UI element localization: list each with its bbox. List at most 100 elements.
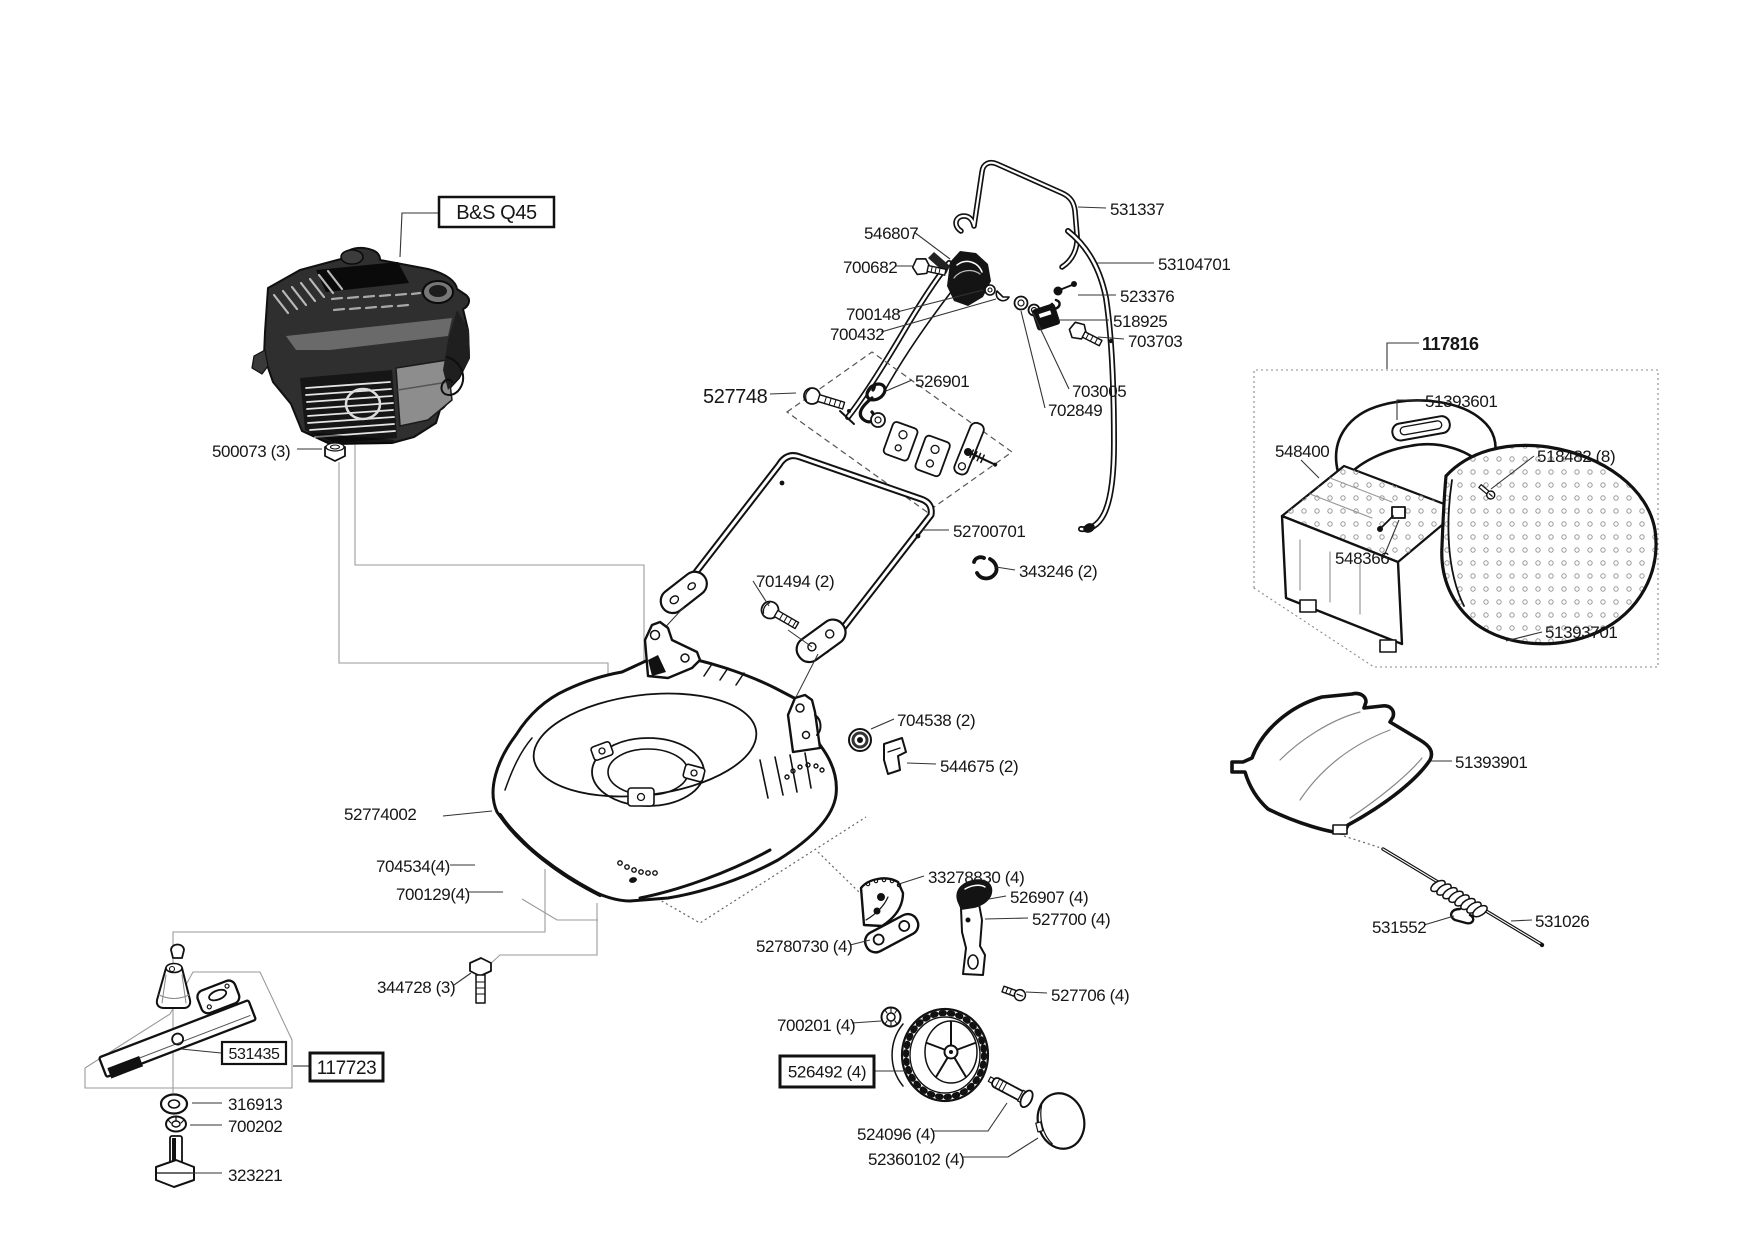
leader-line-p518482: [1490, 455, 1535, 490]
leader-line-p546807: [913, 231, 951, 260]
handle-tube-right-53104701: [1065, 228, 1117, 533]
leader-line-p531337: [1077, 206, 1107, 209]
label-box-p531435: [220, 1040, 288, 1066]
spark-plug-wire: [440, 356, 465, 396]
lever-knob-526907: [956, 879, 993, 910]
catcher-shell-51393701: [1440, 443, 1658, 646]
part-label-p527706: 527706 (4): [1051, 986, 1129, 1005]
part-label-p704534: 704534(4): [376, 857, 450, 876]
part-label-p531552: 531552: [1372, 918, 1426, 937]
part-label-p52780730: 52780730 (4): [756, 937, 852, 956]
blade-assembly: [98, 943, 257, 1188]
c-clip-343246: [972, 555, 999, 581]
kit-plate-2: [914, 434, 951, 478]
deck-bracket-right: [786, 693, 822, 754]
part-label-p526907: 526907 (4): [1010, 888, 1088, 907]
bolt-344728: [469, 957, 492, 1004]
alignment-dotted-lines: [652, 816, 1382, 924]
link-52780730: [863, 912, 920, 954]
part-label-p702849: 702849: [1048, 401, 1102, 420]
leader-line-p703005: [1032, 312, 1070, 390]
leader-line-p531026: [1510, 919, 1533, 922]
part-label-p53104701: 53104701: [1158, 255, 1230, 274]
part-label-p531435: 531435: [229, 1046, 280, 1063]
kit-washer: [870, 412, 886, 428]
part-label-p518925: 518925: [1113, 312, 1167, 331]
washer-703005: [1013, 295, 1029, 311]
grass-catcher-kit-117816: [1253, 369, 1659, 668]
leader-line-p52360102: [962, 1137, 1039, 1158]
part-label-p531026: 531026: [1535, 912, 1589, 931]
part-label-p526901: 526901: [915, 372, 969, 391]
brake-cable: [883, 291, 952, 393]
leader-line-p700432: [880, 298, 997, 333]
part-label-p548400: 548400: [1275, 442, 1329, 461]
part-label-p700129: 700129(4): [396, 885, 470, 904]
part-label-p703703: 703703: [1128, 332, 1182, 351]
part-label-p700202: 700202: [228, 1117, 282, 1136]
washer-316913: [159, 1093, 189, 1115]
adapter-cone-512427: [155, 962, 192, 1009]
leader-line-p531552: [1423, 915, 1455, 926]
blade-531435: [98, 999, 257, 1079]
wheel-assembly: [859, 877, 1086, 1150]
part-label-p531337: 531337: [1110, 200, 1164, 219]
leader-line-p704538: [870, 718, 895, 730]
kit-spring-bolt: [964, 448, 998, 467]
catcher-lid-51393601: [1334, 399, 1497, 478]
part-label-p700682: 700682: [843, 258, 897, 277]
part-label-p117816: 117816: [1422, 334, 1479, 354]
cable-spring: [1430, 879, 1488, 918]
leader-line-p33278830: [898, 875, 925, 885]
part-label-p700148: 700148: [846, 305, 900, 324]
part-label-p523376: 523376: [1120, 287, 1174, 306]
leader-line-p52774002: [442, 810, 493, 817]
washer-700202: [165, 1115, 187, 1133]
washer-700148: [984, 284, 996, 296]
part-label-p52360102: 52360102 (4): [868, 1150, 964, 1169]
bolt-700682: [911, 258, 947, 276]
height-adjuster-quadrant-33278830: [859, 877, 905, 928]
clip-548366: [1377, 506, 1406, 532]
mower-deck-52774002: [491, 620, 838, 903]
leader-line-p526901: [885, 379, 913, 392]
part-label-p548366: 548366: [1335, 549, 1389, 568]
axle-bolt-524096: [987, 1076, 1034, 1109]
bolt-323221: [155, 1135, 195, 1188]
bolt-527706: [1001, 985, 1027, 1002]
part-label-p117723: 117723: [317, 1058, 377, 1079]
leader-line-p548366: [1383, 519, 1400, 557]
leader-line-p527748: [769, 392, 797, 395]
lower-handle-52700701: [659, 452, 935, 664]
bushing-700432: [995, 290, 1010, 302]
leader-line-p701494: [752, 580, 770, 607]
leader-line-p52780730: [849, 939, 871, 946]
leader-line-p526907: [988, 895, 1007, 900]
cable-531026: [1381, 847, 1545, 948]
part-label-p527748: 527748: [703, 386, 768, 408]
leader-line-p51393701: [1505, 631, 1543, 642]
part-label-p544675: 544675 (2): [940, 757, 1018, 776]
leader-line-p51393601: [1396, 399, 1422, 420]
leader-line-p117816: [1386, 342, 1419, 369]
label-box-p117723: [308, 1051, 385, 1083]
part-label-p703005: 703005: [1072, 382, 1126, 401]
engine-illustration: [251, 246, 470, 445]
handle-tube-left: [839, 260, 952, 425]
adjuster-523376: [1049, 281, 1077, 311]
flange-nut-500073: [324, 441, 346, 462]
part-label-p51393601: 51393601: [1425, 392, 1497, 411]
leader-line-p527706: [1025, 991, 1048, 994]
part-label-p526492: 526492 (4): [788, 1063, 866, 1082]
leader-line-p703703: [1097, 336, 1125, 340]
part-label-p344728: 344728 (3): [377, 978, 455, 997]
cap-700390: [170, 943, 185, 959]
deck-ridges: [703, 663, 745, 686]
kit-plate-1: [882, 421, 919, 462]
primer-knob: [340, 249, 364, 265]
deck-vent-dots: [617, 762, 825, 876]
hub-cap-52360102: [1035, 1092, 1086, 1150]
engine-grille: [330, 291, 422, 312]
